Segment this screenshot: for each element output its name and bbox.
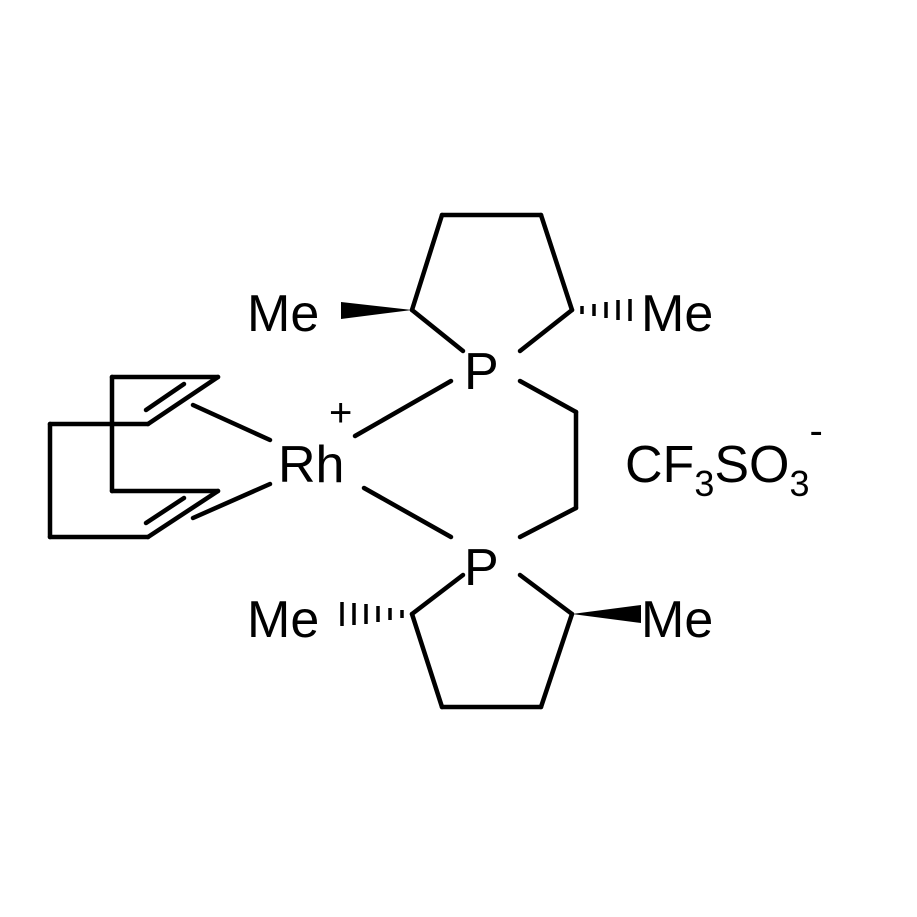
triflate-counterion: CF3SO3-	[625, 409, 823, 504]
bottom-ring-bond-p-cleft	[409, 572, 466, 617]
bottom-phospholane: P Me Me	[247, 539, 713, 710]
counterion-charge: -	[810, 409, 823, 453]
rhodium-charge: +	[329, 391, 352, 435]
top-right-hashed-bond	[580, 299, 632, 321]
rhodium-center: Rh +	[278, 378, 454, 540]
cod-double-bond-lower-inner	[143, 495, 187, 526]
bottom-ring-bond-cright-down	[538, 611, 575, 710]
counterion-formula: CF3SO3-	[625, 409, 823, 504]
rh-p-bond-top	[352, 378, 454, 439]
counterion-cf: CF	[625, 436, 694, 494]
top-ring-bond-p-cleft	[409, 307, 466, 354]
cod-double-bond-upper-inner	[143, 381, 187, 413]
top-ring-bond-cleft-up	[409, 212, 445, 313]
bottom-right-wedge-bond	[572, 605, 641, 623]
bridge-bond-bottom	[517, 505, 579, 540]
methyl-top-right: Me	[641, 285, 713, 343]
ethylene-bridge	[517, 378, 579, 540]
cod-double-bond-lower-outer	[145, 488, 221, 540]
top-phospholane: P Me Me	[247, 212, 713, 401]
bottom-ring-bond-cright-p	[517, 572, 575, 617]
top-ring-bond-cright-up	[538, 212, 575, 313]
rh-p-bond-bottom	[361, 485, 454, 540]
counterion-sub-2: 3	[790, 463, 810, 504]
phosphorus-bottom-label: P	[464, 539, 499, 597]
rhodium-label: Rh	[278, 436, 344, 494]
top-left-wedge-bond	[341, 302, 412, 319]
phosphorus-top-label: P	[464, 343, 499, 401]
methyl-bottom-left: Me	[247, 591, 319, 649]
bottom-ring-bond-cleft-down	[409, 611, 445, 710]
cod-rh-bond-lower	[190, 481, 273, 521]
counterion-sub-1: 3	[694, 463, 714, 504]
bottom-left-hashed-bond	[340, 602, 404, 626]
cod-double-bond-upper-outer	[145, 374, 221, 427]
counterion-so: SO	[714, 436, 789, 494]
cod-rh-bond-upper	[190, 402, 273, 443]
methyl-bottom-right: Me	[641, 591, 713, 649]
methyl-top-left: Me	[247, 285, 319, 343]
bridge-bond-top	[517, 378, 579, 415]
cod-ligand	[47, 374, 273, 540]
top-ring-bond-cright-p	[517, 307, 575, 354]
